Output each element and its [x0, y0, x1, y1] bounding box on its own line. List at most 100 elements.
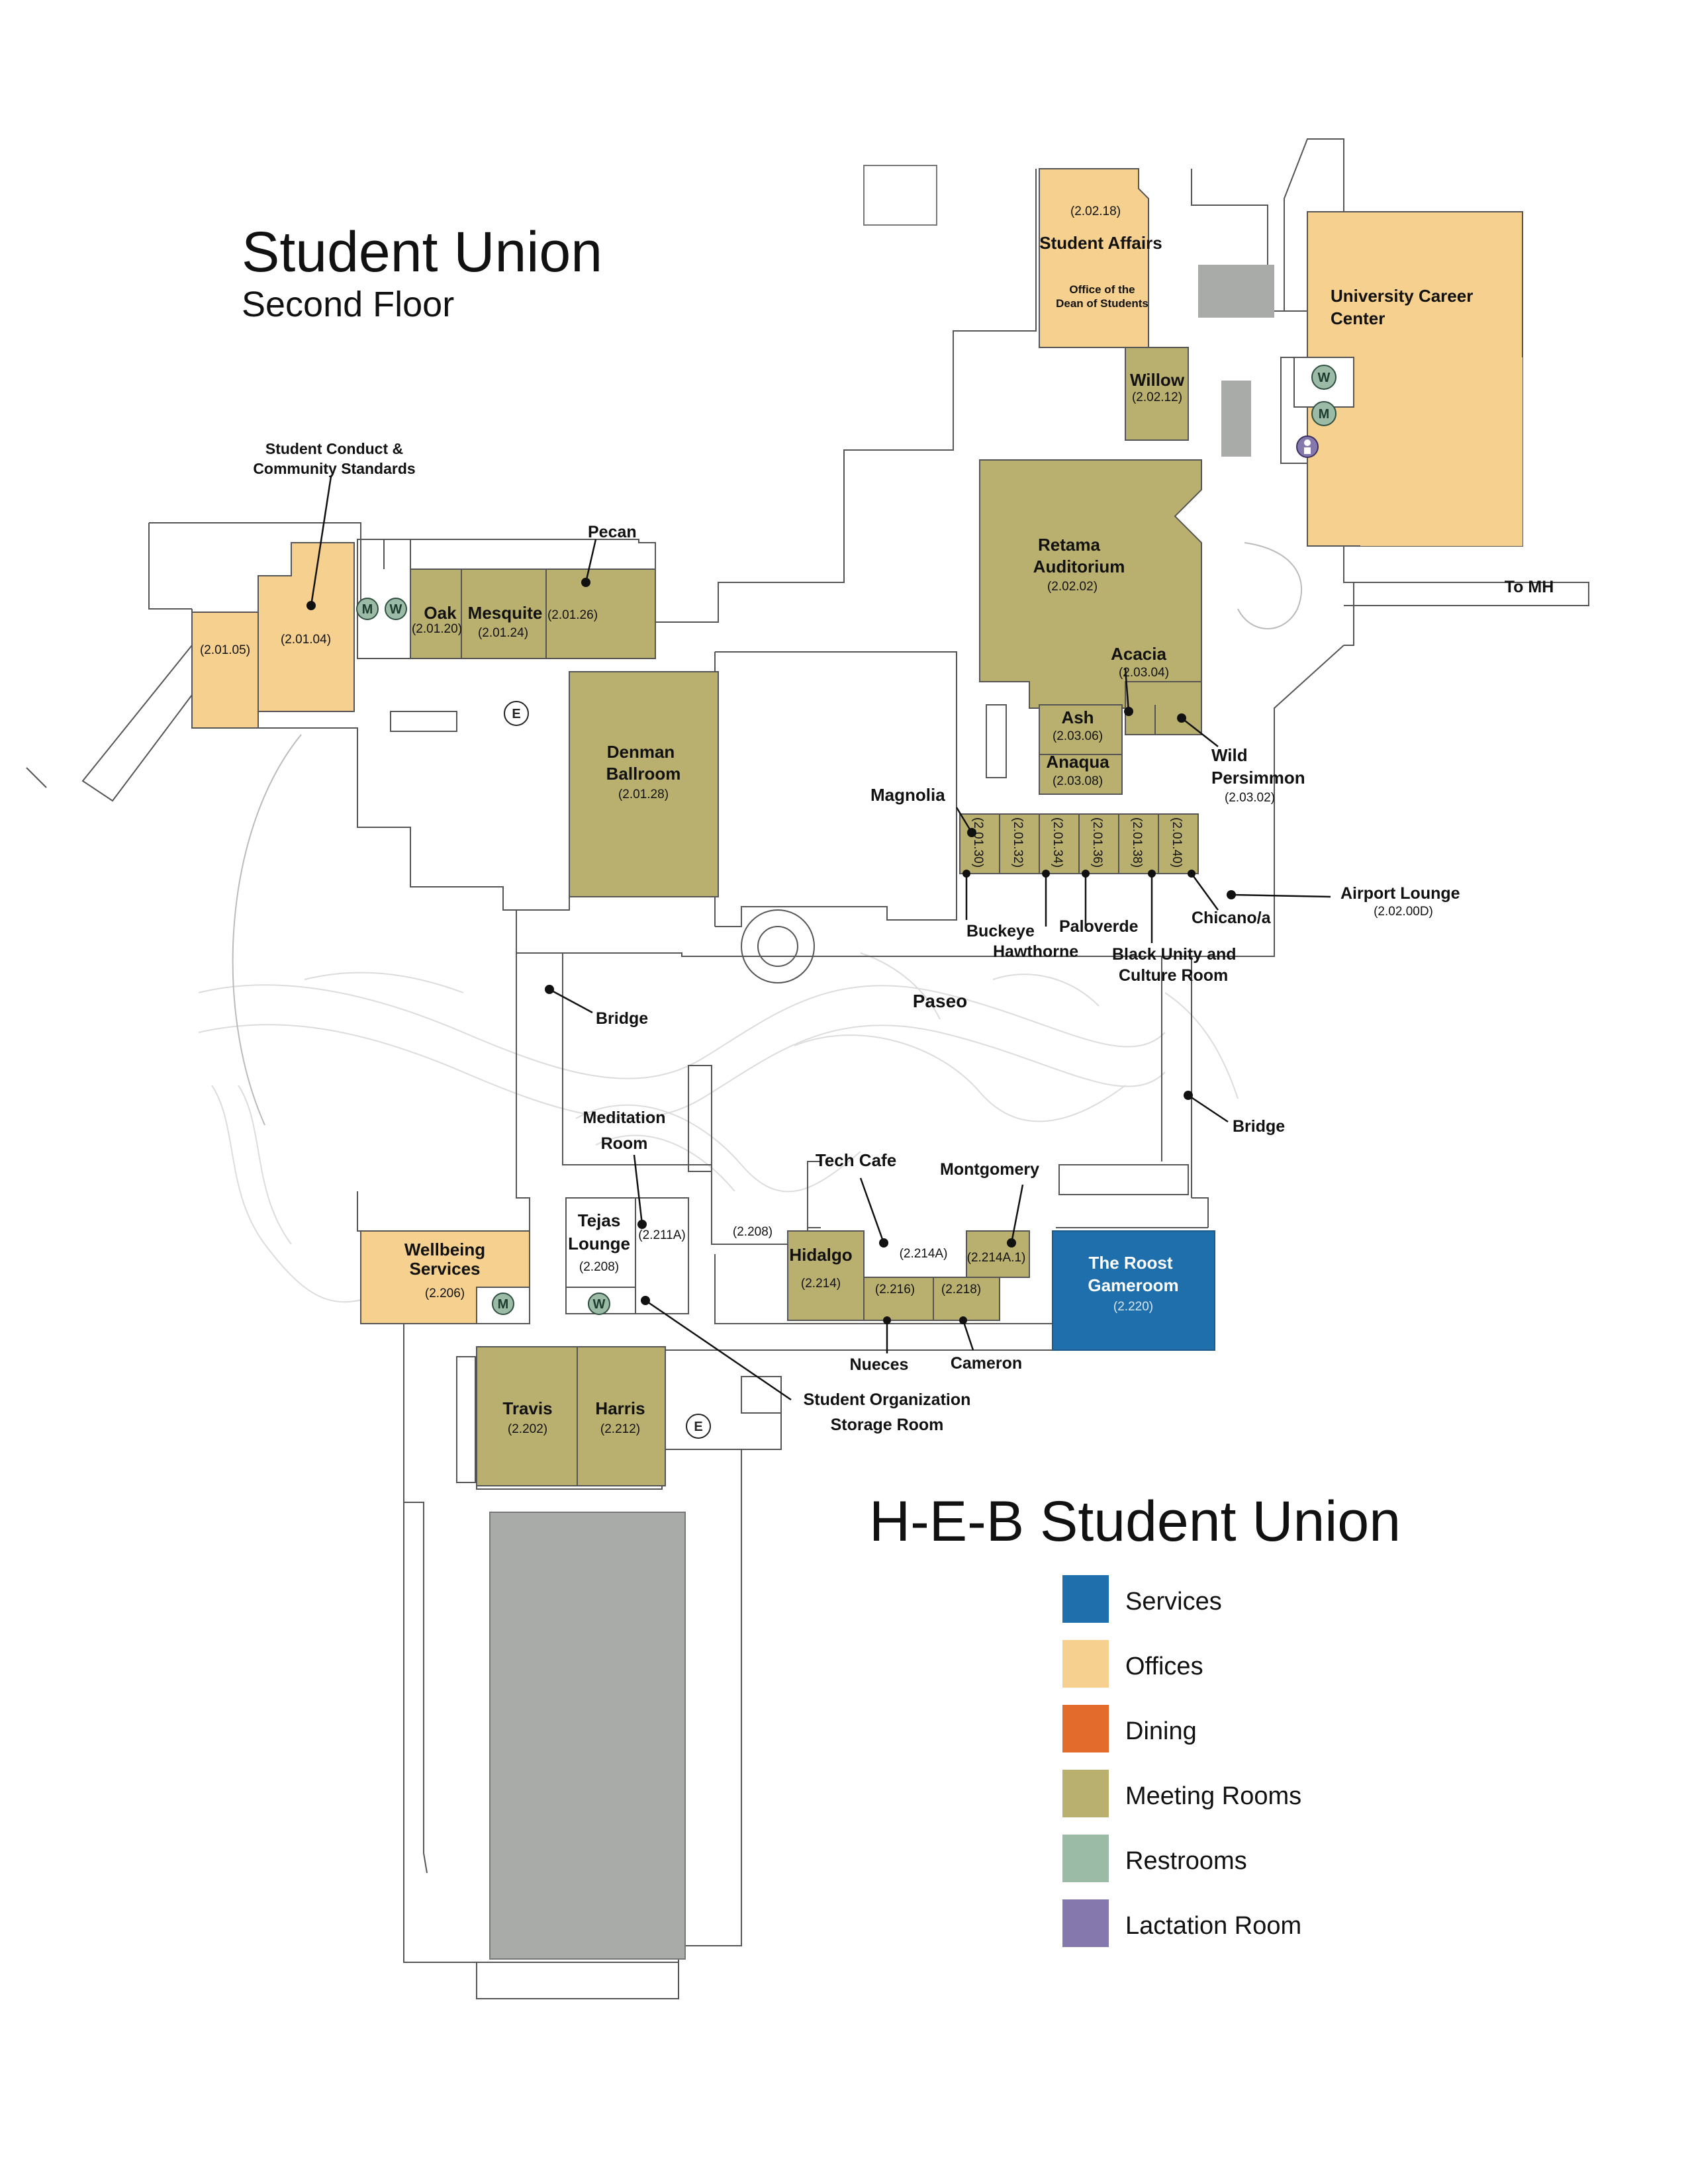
- label-room-2-208-hall: (2.208): [733, 1225, 773, 1239]
- svg-text:M: M: [1319, 407, 1330, 422]
- label-roost-1: The Roost: [1088, 1253, 1172, 1273]
- label-travis-number: (2.202): [508, 1422, 547, 1436]
- restroom-men-left: M: [356, 598, 379, 620]
- label-ash: Ash: [1061, 707, 1094, 727]
- label-wild-persimmon-1: Wild: [1211, 745, 1248, 765]
- room-student-affairs[interactable]: [1039, 168, 1149, 348]
- label-tech-cafe: Tech Cafe: [816, 1150, 896, 1170]
- label-magnolia: Magnolia: [870, 785, 945, 805]
- room-denman[interactable]: [569, 671, 719, 897]
- label-airport-lounge: Airport Lounge: [1340, 884, 1460, 903]
- label-student-affairs-number: (2.02.18): [1070, 205, 1121, 218]
- paseo-landscape: [198, 952, 1239, 1303]
- legend-label-lactation: Lactation Room: [1125, 1912, 1301, 1940]
- legend-swatch-offices: [1062, 1640, 1109, 1688]
- room-roost[interactable]: [1052, 1230, 1215, 1351]
- row-room-numbers: (2.01.30) (2.01.32) (2.01.34) (2.01.36) …: [971, 817, 1184, 868]
- label-cameron: Cameron: [951, 1354, 1022, 1373]
- room-acacia[interactable]: [1125, 681, 1202, 735]
- gray-block-mid: [1221, 381, 1251, 457]
- label-acacia: Acacia: [1111, 644, 1166, 664]
- label-room-2-218: (2.218): [941, 1283, 981, 1297]
- legend-label-offices: Offices: [1125, 1653, 1203, 1680]
- label-airport-lounge-number: (2.02.00D): [1374, 905, 1433, 919]
- label-meditation-1: Meditation: [583, 1109, 666, 1127]
- label-wild-persimmon-2: Persimmon: [1211, 768, 1305, 788]
- label-room-2-01-26: (2.01.26): [547, 608, 598, 622]
- svg-text:W: W: [1318, 371, 1331, 385]
- label-row-number-5: (2.01.38): [1130, 817, 1144, 868]
- legend-swatch-restrooms: [1062, 1835, 1109, 1882]
- label-to-mh: To MH: [1505, 578, 1554, 596]
- svg-text:E: E: [694, 1420, 702, 1434]
- label-student-conduct-1: Student Conduct &: [265, 440, 403, 457]
- label-hidalgo-number: (2.214): [801, 1277, 841, 1291]
- room-office-2-01-05[interactable]: [191, 612, 259, 729]
- label-pecan: Pecan: [588, 523, 637, 541]
- label-row-number-4: (2.01.36): [1090, 817, 1104, 868]
- restroom-men-wellbeing: M: [476, 1287, 530, 1324]
- label-bridge-right: Bridge: [1233, 1117, 1285, 1136]
- label-wellbeing-number: (2.206): [425, 1287, 465, 1300]
- label-student-conduct-2: Community Standards: [253, 460, 415, 477]
- label-harris: Harris: [595, 1398, 645, 1418]
- label-paseo: Paseo: [913, 991, 968, 1011]
- label-room-2-216: (2.216): [875, 1283, 915, 1297]
- label-career-center-2: Center: [1331, 308, 1385, 328]
- label-ash-number: (2.03.06): [1053, 729, 1103, 743]
- room-retama[interactable]: [979, 459, 1202, 709]
- label-tejas-number: (2.208): [579, 1260, 619, 1274]
- room-ash[interactable]: [1039, 704, 1123, 755]
- svg-text:W: W: [390, 602, 402, 617]
- legend-label-services: Services: [1125, 1588, 1222, 1615]
- label-roost-2: Gameroom: [1088, 1275, 1178, 1295]
- legend-swatch-dining: [1062, 1705, 1109, 1752]
- leader-lines: [306, 476, 1331, 1401]
- label-student-affairs-note2: Dean of Students: [1056, 297, 1149, 310]
- label-hawthorne: Hawthorne: [993, 942, 1078, 961]
- label-student-affairs-note1: Office of the: [1069, 283, 1135, 296]
- room-hidalgo[interactable]: [787, 1230, 865, 1321]
- room-anaqua[interactable]: [1039, 754, 1123, 795]
- restroom-men-career: M: [1311, 401, 1336, 426]
- gray-block-bottom: [489, 1512, 686, 1960]
- label-tejas-2: Lounge: [568, 1234, 630, 1253]
- label-anaqua: Anaqua: [1046, 752, 1109, 772]
- label-row-number-2: (2.01.32): [1011, 817, 1025, 868]
- room-office-2-01-04[interactable]: [258, 542, 355, 712]
- label-oak-number: (2.01.20): [412, 622, 462, 636]
- label-black-unity-1: Black Unity and: [1112, 945, 1237, 964]
- room-career-center-lower: [1360, 357, 1523, 546]
- svg-text:W: W: [593, 1297, 606, 1312]
- label-row-number-6: (2.01.40): [1170, 817, 1184, 868]
- label-black-unity-2: Culture Room: [1119, 966, 1228, 985]
- label-denman-1: Denman: [607, 742, 675, 762]
- label-row-number-3: (2.01.34): [1051, 817, 1064, 868]
- label-mesquite: Mesquite: [468, 603, 543, 623]
- label-willow: Willow: [1130, 370, 1185, 390]
- legend-label-dining: Dining: [1125, 1717, 1197, 1745]
- room-2-216[interactable]: [863, 1277, 934, 1321]
- room-willow[interactable]: [1125, 347, 1189, 441]
- label-denman-number: (2.01.28): [618, 788, 669, 801]
- room-2-214a1[interactable]: [966, 1230, 1030, 1278]
- room-dividers: [357, 539, 1159, 1486]
- svg-text:E: E: [512, 707, 520, 721]
- svg-text:M: M: [498, 1297, 509, 1312]
- label-retama-2: Auditorium: [1033, 557, 1125, 576]
- elevator-icon-upper: E: [504, 701, 529, 726]
- room-travis-harris[interactable]: [476, 1346, 666, 1486]
- label-office-2-01-04: (2.01.04): [281, 633, 331, 647]
- legend-swatch-services: [1062, 1575, 1109, 1623]
- label-office-2-01-05: (2.01.05): [200, 643, 250, 657]
- lactation-room-icon: [1296, 435, 1319, 458]
- floor-title: Student Union: [242, 220, 602, 284]
- label-storage-2: Storage Room: [831, 1416, 944, 1434]
- label-student-affairs: Student Affairs: [1039, 233, 1162, 253]
- label-montgomery: Montgomery: [940, 1160, 1039, 1179]
- label-nueces: Nueces: [850, 1355, 909, 1374]
- room-oak-mesquite[interactable]: [410, 569, 656, 659]
- label-room-2-214a: (2.214A): [900, 1247, 948, 1261]
- label-anaqua-number: (2.03.08): [1053, 774, 1103, 788]
